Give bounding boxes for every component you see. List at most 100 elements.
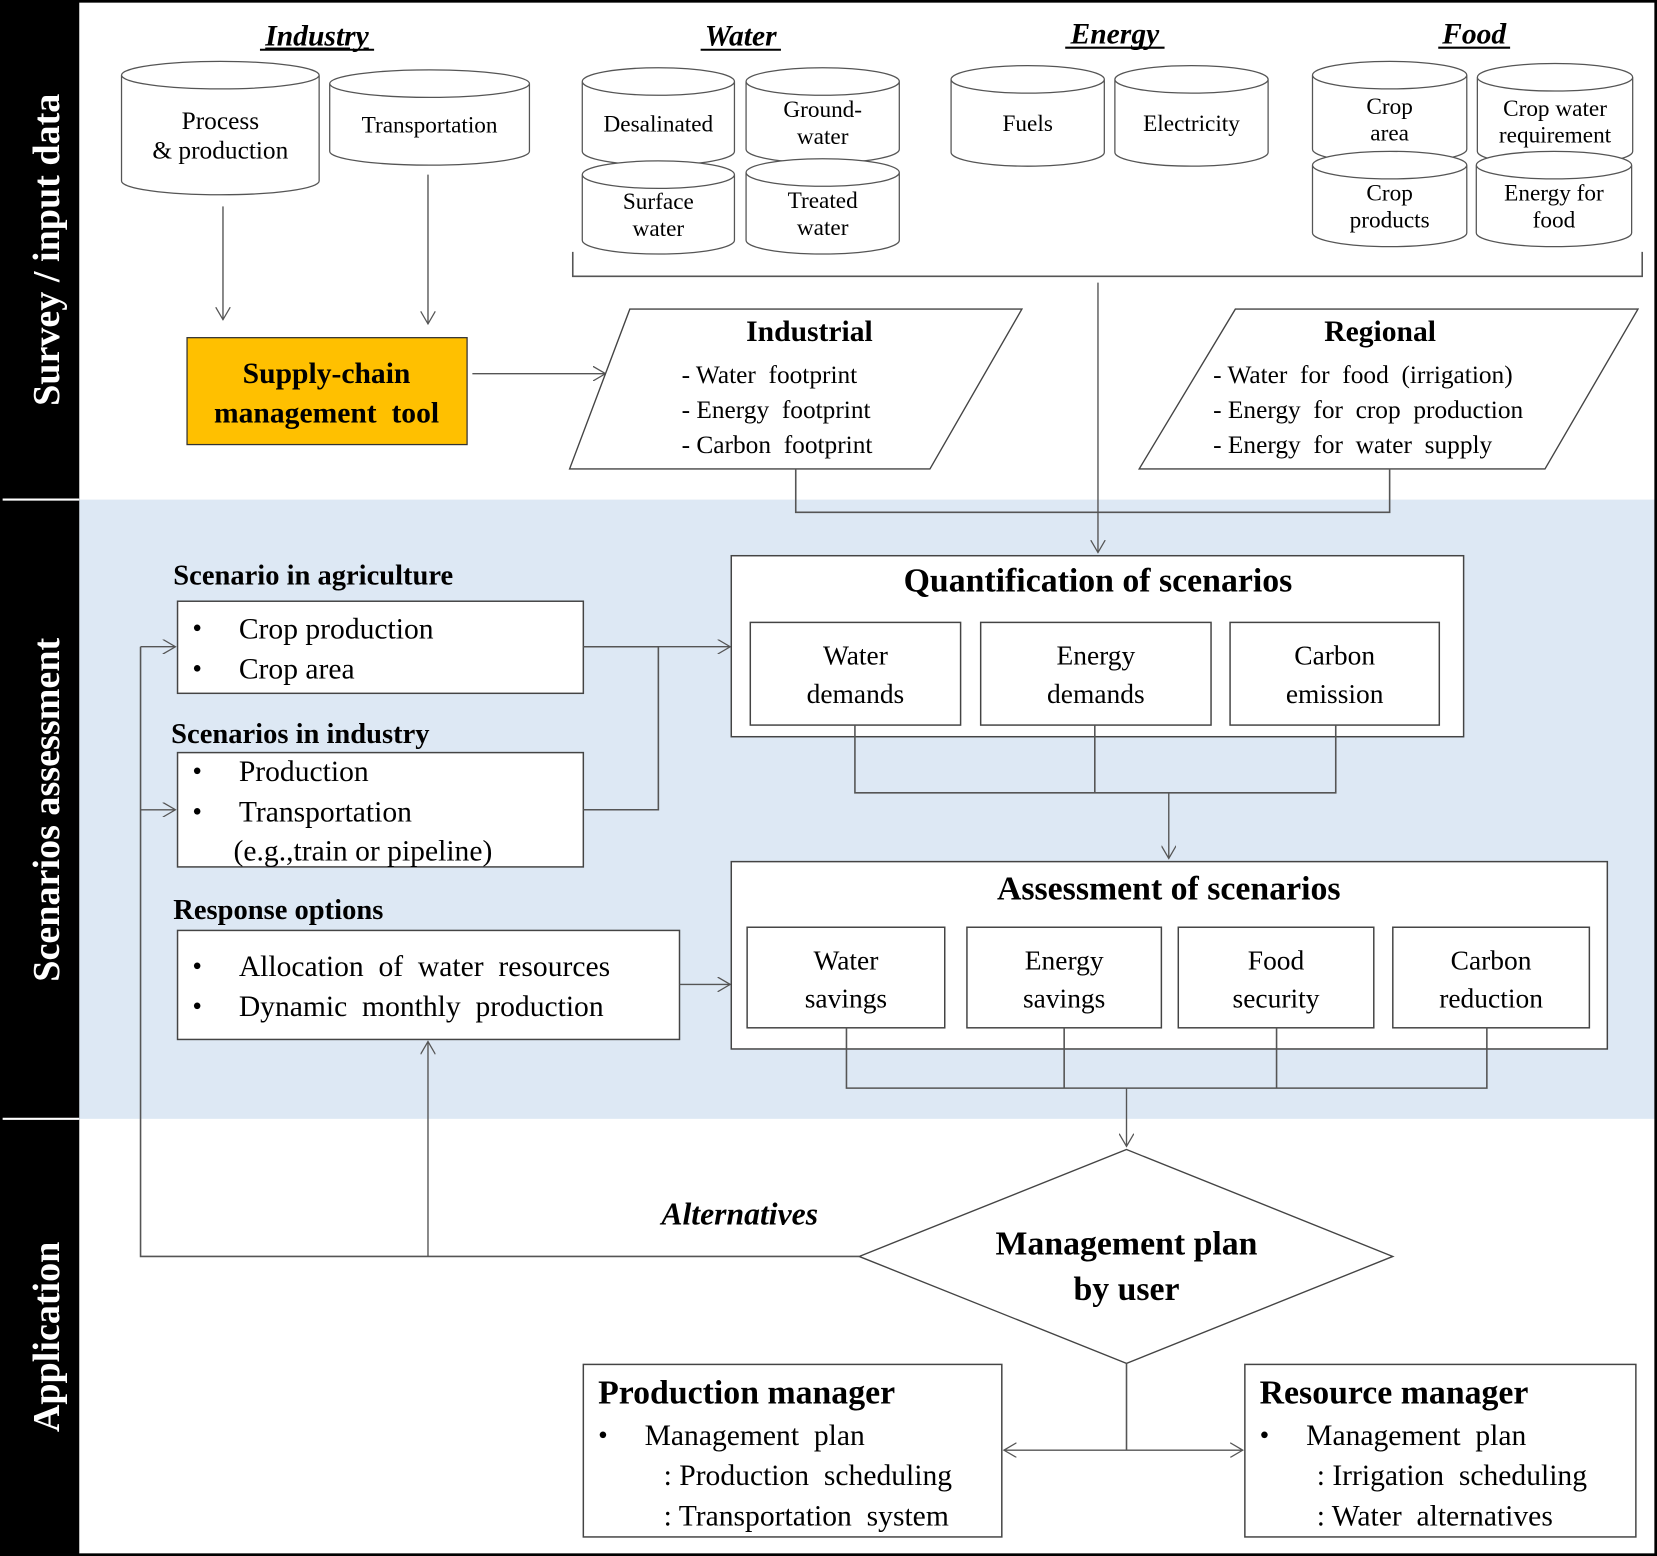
regional-item: - Energy for water supply: [1213, 431, 1492, 459]
quantification-item: Water demands: [749, 621, 962, 726]
scenario-industry-item: Production: [239, 756, 369, 788]
production-manager-box: [582, 1363, 1003, 1538]
resource-manager-plan: Management plan: [1306, 1420, 1526, 1452]
bullet: •: [1260, 1420, 1270, 1450]
database-icon: [1475, 150, 1633, 248]
quantification-item-box: [979, 621, 1212, 726]
scenario-connector: [583, 645, 660, 811]
bullet: •: [192, 613, 202, 643]
resource-manager-subitem: : Irrigation scheduling: [1317, 1460, 1588, 1492]
supply-chain-tool-line2: management tool: [214, 397, 439, 429]
data-source-label: requirement: [1499, 123, 1612, 149]
response-options-box: [176, 929, 681, 1041]
scenario-industry-note: (e.g.,train or pipeline): [234, 836, 493, 868]
category-title-water: Water: [705, 20, 777, 52]
data-source-label: Energy for: [1504, 181, 1604, 207]
data-source-label: products: [1350, 207, 1430, 233]
quantification-item-label: demands: [807, 679, 905, 709]
assessment-item-label: Energy: [1025, 946, 1104, 976]
cylinder-transportation: Transportation: [329, 69, 531, 166]
response-options-title: Response options: [173, 895, 383, 926]
alternatives-feedback-line: [139, 646, 860, 1258]
supply-chain-tool-line1: Supply-chain: [243, 358, 411, 390]
decision-line2: by user: [1073, 1271, 1179, 1308]
database-icon: [581, 160, 736, 255]
data-source-label: water: [797, 215, 849, 241]
resource-manager-title: Resource manager: [1260, 1375, 1529, 1412]
assessment-connector: [845, 1027, 1488, 1089]
quantification-item-label: demands: [1047, 679, 1145, 709]
supply-chain-tool-box: [186, 337, 468, 446]
production-manager-subitem: : Production scheduling: [664, 1460, 953, 1492]
data-source-label: Desalinated: [604, 111, 714, 137]
assessment-item-box: [1177, 926, 1375, 1029]
bullet: •: [192, 796, 202, 826]
data-source-label: Fuels: [1003, 111, 1053, 137]
industrial-title: Industrial: [746, 316, 873, 348]
bullet: •: [192, 951, 202, 981]
assessment-item-label: savings: [1023, 984, 1105, 1014]
production-manager-title: Production manager: [598, 1375, 895, 1412]
assessment-item-box: [966, 926, 1163, 1029]
assessment-item-label: reduction: [1439, 984, 1543, 1014]
database-icon: [120, 60, 320, 196]
assessment-item: Energy savings: [966, 926, 1163, 1029]
quantification-item: Carbon emission: [1229, 621, 1441, 726]
assessment-item-box: [1392, 926, 1591, 1029]
production-manager-subitem: : Transportation system: [664, 1500, 949, 1532]
quantification-item-box: [749, 621, 962, 726]
quantification-connector: [854, 725, 1337, 794]
data-source-label: Crop: [1366, 94, 1412, 120]
data-source-label: food: [1533, 207, 1576, 233]
scenario-agriculture-title: Scenario in agriculture: [173, 560, 453, 591]
cylinder-electricity: Electricity: [1114, 64, 1269, 167]
alternatives-label: Alternatives: [659, 1197, 818, 1232]
database-icon: [1114, 64, 1269, 167]
production-manager-plan: Management plan: [645, 1420, 865, 1452]
industrial-footprint-block: [568, 308, 1024, 470]
assessment-item-label: security: [1233, 984, 1320, 1014]
section-label-scenarios: Scenarios assessment: [26, 637, 68, 981]
assessment-items: Water savings Energy savings FoodsecurityCar…: [746, 926, 1591, 1029]
quantification-item-label: emission: [1286, 679, 1384, 709]
assessment-item-label: savings: [805, 984, 887, 1014]
bullet: •: [192, 653, 202, 683]
quantification-item-box: [1229, 621, 1441, 726]
quantification-item-label: Water: [823, 641, 888, 671]
data-source-label: water: [797, 124, 849, 150]
input-bracket: [571, 251, 1643, 278]
industrial-item: - Carbon footprint: [682, 431, 873, 459]
data-source-label: Transportation: [362, 113, 498, 139]
bullet: •: [598, 1420, 608, 1450]
data-sources: Process& production Transportation Desalin…: [120, 60, 1634, 255]
section-band: [0, 0, 80, 1556]
data-source-label: area: [1370, 121, 1409, 147]
database-icon: [329, 69, 531, 166]
quantification-item-label: Carbon: [1294, 641, 1375, 671]
bullet: •: [192, 756, 202, 786]
regional-footprint-block: [1137, 308, 1640, 470]
section-label-survey: Survey / input data: [26, 94, 68, 406]
section-label-application: Application: [26, 1242, 68, 1433]
data-source-label: & production: [152, 136, 288, 164]
data-source-label: Process: [182, 107, 259, 135]
scenario-agriculture-item: Crop area: [239, 653, 355, 685]
category-title-food: Food: [1441, 18, 1507, 50]
industrial-item: - Water footprint: [682, 361, 858, 389]
scenario-agriculture-item: Crop production: [239, 613, 434, 645]
assessment-item-label: Water: [813, 946, 878, 976]
cylinder-desalinated: Desalinated: [581, 67, 736, 166]
cylinder-groundwater: Ground-water: [745, 67, 900, 164]
scenario-agriculture-box: [176, 600, 585, 695]
industrial-item: - Energy footprint: [682, 396, 871, 424]
